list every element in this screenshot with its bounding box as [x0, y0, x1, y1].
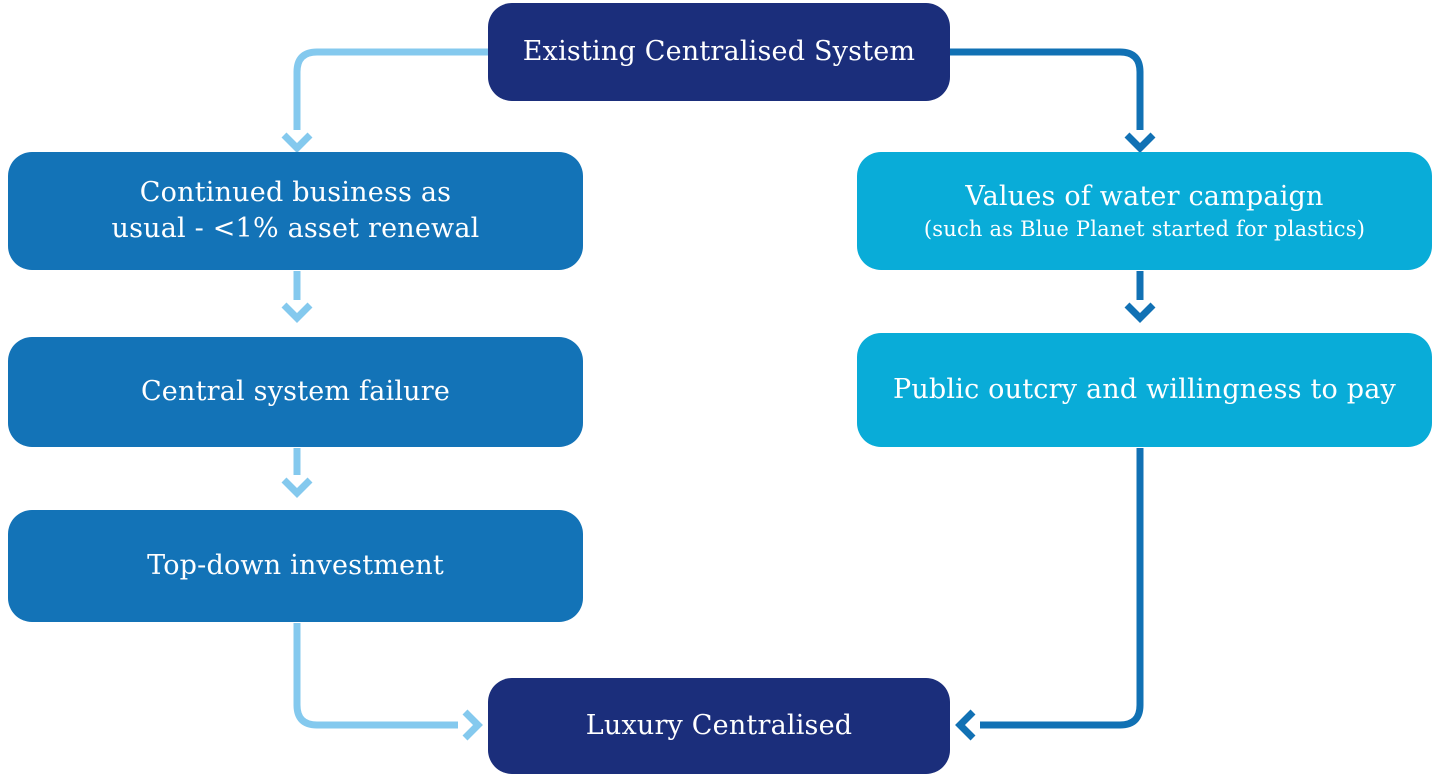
node-sublabel: (such as Blue Planet started for plastic… — [923, 216, 1366, 241]
node-label: Central system failure — [140, 375, 451, 407]
arrow-top-to-right1 — [950, 48, 1156, 153]
arrowhead-down-icon — [1124, 302, 1156, 323]
node-values-of-water-campaign: Values of water campaign (such as Blue P… — [857, 152, 1432, 270]
arrowhead-down-icon — [281, 477, 313, 498]
arrowhead-down-icon — [281, 302, 313, 323]
node-label: Values of water campaign — [965, 181, 1324, 213]
arrowhead-down-icon — [1124, 132, 1156, 153]
node-label-line1: Continued business as — [139, 176, 452, 208]
arrowhead-left-icon — [955, 709, 976, 741]
arrow-right1-to-right2 — [1124, 271, 1156, 323]
node-existing-centralised-system: Existing Centralised System — [488, 3, 950, 101]
arrowhead-right-icon — [462, 709, 483, 741]
node-luxury-centralised: Luxury Centralised — [488, 678, 950, 774]
arrowhead-down-icon — [281, 132, 313, 153]
node-continued-business-as-usual: Continued business as usual - <1% asset … — [8, 152, 583, 270]
arrow-left3-to-bottom — [293, 623, 483, 741]
node-label: Public outcry and willingness to pay — [892, 373, 1397, 405]
node-label-line2: usual - <1% asset renewal — [111, 213, 480, 244]
node-label: Existing Centralised System — [522, 35, 916, 67]
node-top-down-investment: Top-down investment — [8, 510, 583, 622]
node-public-outcry-willingness-to-pay: Public outcry and willingness to pay — [857, 333, 1432, 447]
node-label: Top-down investment — [147, 549, 444, 581]
arrow-right2-to-bottom — [955, 448, 1144, 741]
node-central-system-failure: Central system failure — [8, 337, 583, 447]
arrow-left1-to-left2 — [281, 271, 313, 323]
arrow-top-to-left1 — [281, 48, 488, 153]
node-label: Luxury Centralised — [585, 709, 853, 741]
arrow-left2-to-left3 — [281, 448, 313, 498]
